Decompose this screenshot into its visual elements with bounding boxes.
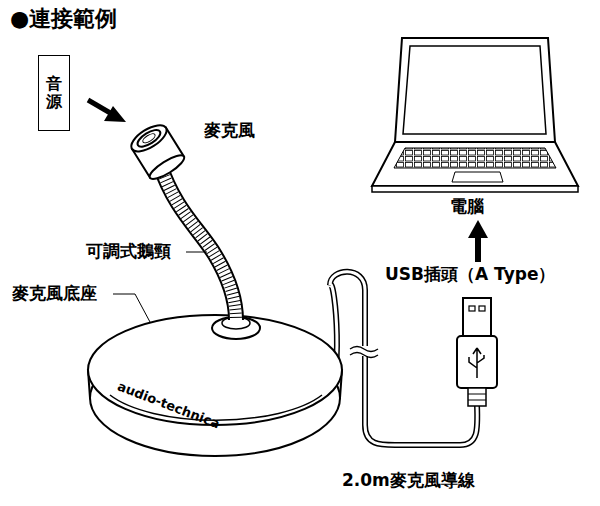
part-label: 麥克風 <box>204 120 255 140</box>
leader-line <box>113 294 150 322</box>
laptop <box>372 38 578 192</box>
source-arrow <box>88 100 126 122</box>
part-label: 2.0m麥克風導線 <box>342 470 475 490</box>
gooseneck <box>160 165 236 320</box>
up-arrow <box>468 220 488 262</box>
leader-line <box>186 252 207 253</box>
diagram-title: ●連接範例 <box>10 6 117 32</box>
break-mark <box>350 347 378 358</box>
source-label: 音源 <box>46 75 62 110</box>
source-box: 音源 <box>38 55 70 131</box>
part-label: 可調式鵝頸 <box>86 241 171 261</box>
part-label: USB插頭（A Type） <box>385 264 555 284</box>
part-label: 電腦 <box>450 196 484 216</box>
mic-base <box>88 315 342 456</box>
part-label: 麥克風底座 <box>12 283 97 303</box>
mic-head <box>127 120 187 183</box>
cable <box>325 272 477 445</box>
usb-plug <box>457 298 497 406</box>
